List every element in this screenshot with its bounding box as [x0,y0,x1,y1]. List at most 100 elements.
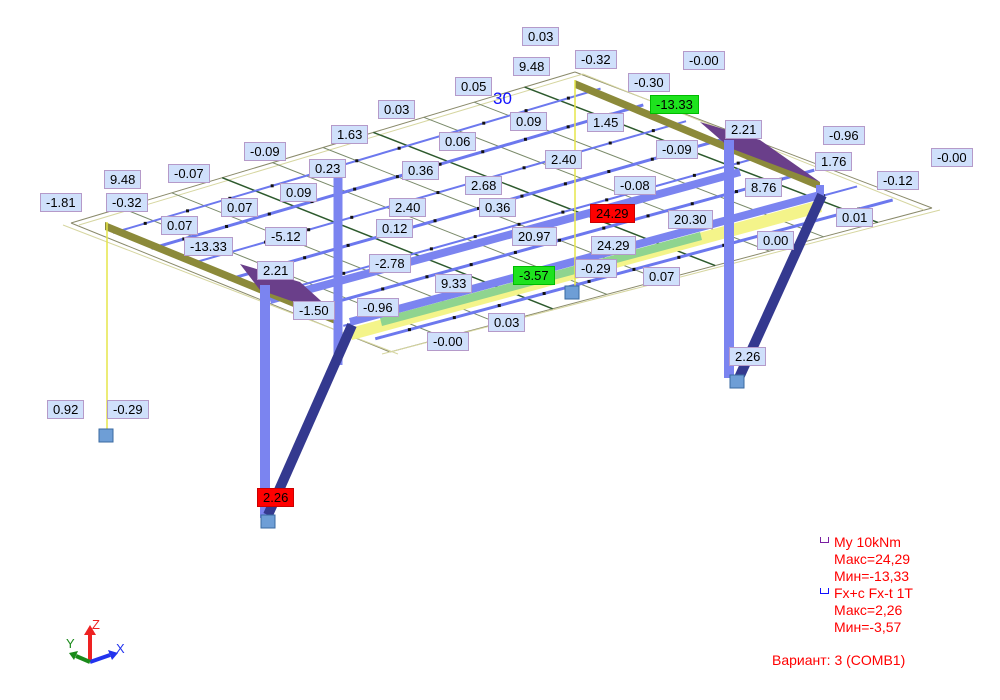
node [307,228,311,232]
value-label: -0.96 [823,126,865,145]
value-label: -5.12 [265,227,307,246]
value-label: 2.40 [389,198,427,217]
node [558,238,562,242]
node [381,287,385,291]
value-label: 20.97 [512,227,557,246]
node [397,146,401,150]
value-label: -0.00 [427,332,469,351]
main-beam [348,191,822,326]
my-marker-icon [820,537,829,543]
node [350,215,354,219]
node [267,212,271,216]
value-label: 0.36 [479,198,517,217]
value-label: -0.07 [168,164,210,183]
axis-triad-icon: Z X Y [66,617,125,664]
value-label: 0.92 [47,400,85,419]
axis-z-label: Z [92,617,100,632]
support-icon [564,285,580,300]
node [517,222,521,226]
value-label: 0.03 [522,27,560,46]
legend-fx-title: Fx+c Fx-t 1T [834,585,913,601]
value-label: 0.12 [376,219,414,238]
value-label: -0.30 [628,73,670,92]
node [482,121,486,125]
value-label: 9.48 [104,170,142,189]
value-label: 1.76 [815,152,853,171]
node [395,175,399,179]
value-label: -0.29 [575,259,617,278]
node [425,275,429,279]
node [524,109,528,113]
node [587,279,591,283]
brace [263,322,357,518]
node [607,170,611,174]
value-label: 9.33 [435,274,473,293]
support-icon [729,374,745,389]
value-label: -2.78 [369,254,411,273]
value-label: 0.01 [836,208,874,227]
node [736,161,740,165]
value-label: 0.05 [455,77,493,96]
node [650,157,654,161]
legend-my-max: Макс=24,29 [834,551,911,567]
value-label: -0.96 [357,298,399,317]
min-value-label: -3.57 [513,266,555,285]
node [632,267,636,271]
value-label: 0.23 [309,159,347,178]
element-number: 30 [493,89,512,108]
node [270,184,274,188]
legend-fx-min: Мин=-3,57 [834,619,902,635]
node [690,202,694,206]
value-label: 0.06 [439,132,477,151]
value-label: 0.07 [221,198,259,217]
value-label: 0.03 [488,313,526,332]
value-label: 0.00 [757,231,795,250]
node [433,219,437,223]
node [563,182,567,186]
value-label: -0.09 [244,142,286,161]
node [346,243,350,247]
value-label: -0.32 [575,50,617,69]
value-label: 8.76 [745,178,783,197]
value-label: 0.07 [161,216,199,235]
value-label: -0.00 [683,51,725,70]
value-label: 1.63 [331,125,369,144]
min-value-label: -13.33 [650,95,699,114]
value-label: 2.21 [257,261,295,280]
node [452,316,456,320]
axis-y-label: Y [66,636,75,651]
roof-edge-inner [78,73,584,226]
value-label: 2.68 [465,176,503,195]
value-label: 0.09 [280,183,318,202]
node [542,291,546,295]
value-label: -1.50 [293,301,335,320]
node [566,125,570,129]
axis-x-label: X [116,641,125,656]
node [481,150,485,154]
node [523,137,527,141]
node [342,271,346,275]
node [407,328,411,332]
value-label: -13.33 [184,237,233,256]
node [605,198,609,202]
node [646,214,650,218]
node [143,221,147,225]
node [608,141,612,145]
legend-fx-max: Макс=2,26 [834,602,903,618]
main-beam [268,168,742,304]
value-label: 0.03 [378,100,416,119]
value-label: 24.29 [591,236,636,255]
legend-my-min: Мин=-13,33 [834,568,910,584]
node [520,194,524,198]
node [522,166,526,170]
value-label: 0.07 [643,267,681,286]
value-label: -1.81 [40,193,82,212]
support-icon [98,428,114,443]
support-icon [260,514,276,529]
node [722,243,726,247]
node [734,190,738,194]
max-value-label: 2.26 [257,488,295,507]
value-label: -0.29 [107,400,149,419]
node [438,162,442,166]
